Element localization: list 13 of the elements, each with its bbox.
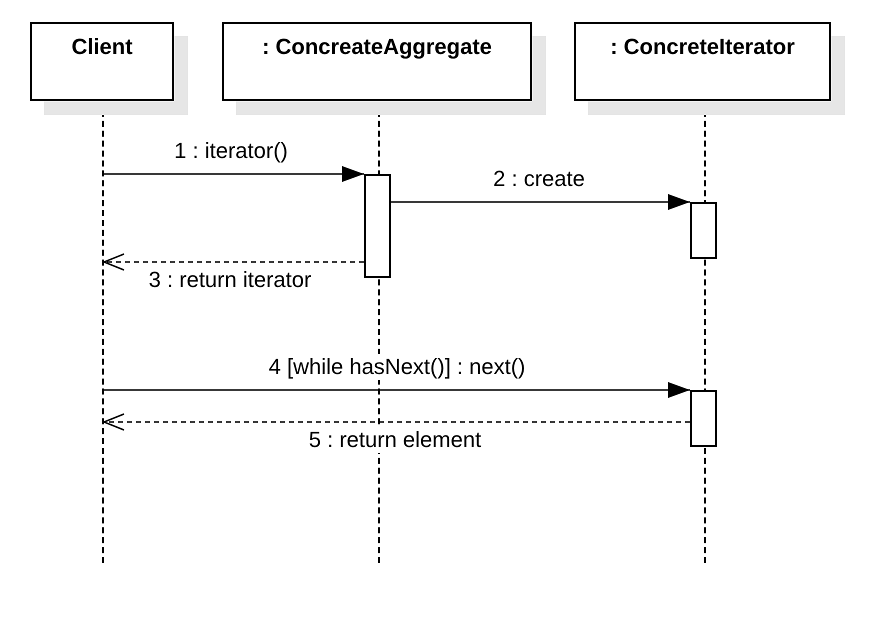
message-arrow xyxy=(391,194,690,210)
activation-bar xyxy=(364,174,391,278)
activation-bar xyxy=(690,390,717,447)
participant-name: : ConcreateAggregate xyxy=(262,34,492,60)
message-arrow xyxy=(104,166,364,182)
participant-name: : ConcreteIterator xyxy=(610,34,795,60)
message-label: 5 : return element xyxy=(308,427,482,453)
activation-bar xyxy=(690,202,717,259)
message-label: 4 [while hasNext()] : next() xyxy=(268,354,526,380)
participant-name: Client xyxy=(71,34,133,60)
message-arrow xyxy=(104,382,690,398)
return-message-arrow xyxy=(103,413,690,431)
return-message-arrow xyxy=(103,253,364,271)
